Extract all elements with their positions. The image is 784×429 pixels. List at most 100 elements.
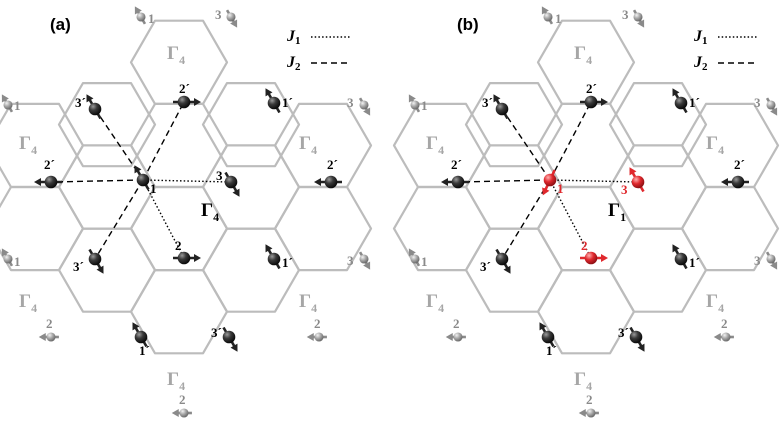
spin-outer-2-ball bbox=[453, 332, 463, 342]
spin-site-2-prime-arrowhead bbox=[314, 178, 321, 186]
spin-outer-2-label: 2 bbox=[586, 392, 593, 407]
spin-outer-3: 3 bbox=[754, 251, 778, 270]
outer-irrep-label: Γ4 bbox=[426, 133, 444, 157]
spin-site-2-prime: 2´ bbox=[34, 157, 62, 189]
spin-outer-2-arrowhead bbox=[171, 409, 179, 417]
spin-site-3-prime: 3´ bbox=[480, 248, 511, 274]
spin-outer-3-label: 3 bbox=[754, 95, 761, 110]
spin-outer-3-arrowhead bbox=[637, 19, 645, 28]
spin-outer-1-arrowhead bbox=[134, 6, 142, 15]
spin-site-2-prime-ball bbox=[44, 175, 58, 189]
spin-site-2-label: 2 bbox=[581, 238, 588, 253]
spin-site-3-prime-ball bbox=[495, 102, 509, 116]
legend-j2-label: J2 bbox=[693, 54, 708, 73]
spin-site-1-prime-ball bbox=[541, 330, 555, 344]
hexagon-cell bbox=[129, 269, 229, 355]
spin-site-2-prime-label: 2´ bbox=[179, 81, 190, 96]
spin-outer-3-arrowhead bbox=[770, 261, 778, 270]
hexagon-cell bbox=[680, 102, 780, 189]
spin-site-1-prime-label: 1´ bbox=[282, 95, 293, 110]
outer-irrep-label: Γ4 bbox=[167, 369, 185, 393]
spin-outer-1-ball bbox=[410, 100, 420, 110]
spin-outer-1: 1 bbox=[1, 94, 21, 113]
spin-site-1: 1 bbox=[542, 169, 564, 196]
spin-outer-1-ball bbox=[543, 12, 553, 22]
outer-irrep-label: Γ4 bbox=[19, 291, 37, 315]
j2-bond bbox=[457, 179, 551, 183]
spin-site-1-prime-ball bbox=[674, 252, 688, 266]
spin-site-3-prime: 3´ bbox=[618, 325, 645, 352]
hexagon-cell bbox=[608, 82, 708, 168]
spin-site-3-prime-ball bbox=[88, 252, 102, 266]
spin-outer-1-ball bbox=[3, 100, 13, 110]
spin-site-3-prime-label: 3´ bbox=[482, 95, 493, 110]
outer-irrep-label: Γ4 bbox=[167, 43, 185, 67]
spin-site-1-prime-arrowhead bbox=[265, 88, 273, 97]
spin-site-1-prime: 1´ bbox=[672, 88, 700, 114]
spin-site-2-prime-label: 2´ bbox=[327, 157, 338, 172]
spin-site-1-prime-arrowhead bbox=[672, 244, 680, 253]
panel-label: (a) bbox=[50, 15, 71, 34]
spin-outer-3-ball bbox=[359, 100, 369, 110]
spin-site-1-prime-arrowhead bbox=[265, 244, 273, 253]
spin-outer-2: 2 bbox=[306, 316, 327, 342]
outer-irrep-label: Γ4 bbox=[19, 133, 37, 157]
spin-outer-1-arrowhead bbox=[1, 94, 9, 103]
spin-outer-3: 3 bbox=[215, 7, 238, 28]
j2-bond bbox=[142, 101, 185, 181]
outer-irrep-label: Γ4 bbox=[706, 291, 724, 315]
spin-outer-3-ball bbox=[633, 12, 643, 22]
spin-site-3: 3 bbox=[621, 167, 645, 197]
j2-bond bbox=[50, 179, 144, 183]
spin-site-1-prime-ball bbox=[267, 96, 281, 110]
spin-outer-3-ball bbox=[226, 12, 236, 22]
outer-irrep-label: Γ4 bbox=[706, 133, 724, 157]
spin-site-3-label: 3 bbox=[621, 182, 628, 197]
spin-outer-2-arrowhead bbox=[445, 333, 453, 341]
spin-site-3-prime-label: 3´ bbox=[75, 95, 86, 110]
spin-outer-2-arrowhead bbox=[306, 333, 314, 341]
center-irrep-label: Γ1 bbox=[608, 200, 626, 224]
spin-site-3-prime-label: 3´ bbox=[73, 259, 84, 274]
legend-j2-label: J2 bbox=[286, 54, 301, 73]
spin-outer-2-label: 2 bbox=[314, 316, 321, 331]
spin-outer-3-arrowhead bbox=[363, 107, 371, 116]
spin-site-3-prime-arrowhead bbox=[96, 265, 104, 274]
spin-outer-3-ball bbox=[359, 254, 369, 264]
spin-outer-3-label: 3 bbox=[754, 253, 761, 268]
spin-site-3-prime-arrowhead bbox=[86, 94, 94, 103]
spin-outer-2: 2 bbox=[713, 316, 734, 342]
outer-irrep-label: Γ4 bbox=[299, 133, 317, 157]
spin-outer-2: 2 bbox=[38, 316, 59, 342]
legend-j1-label: J1 bbox=[693, 28, 708, 47]
hexagon-cell bbox=[464, 82, 564, 168]
j2-bond bbox=[94, 179, 144, 260]
spin-outer-3-label: 3 bbox=[622, 7, 629, 22]
spin-outer-3-label: 3 bbox=[347, 253, 354, 268]
hexagon-cell bbox=[0, 185, 85, 272]
spin-outer-2-ball bbox=[586, 408, 596, 418]
j2-bond bbox=[501, 179, 551, 260]
outer-irrep-label: Γ4 bbox=[574, 369, 592, 393]
spin-outer-1-ball bbox=[3, 254, 13, 264]
spin-outer-2: 2 bbox=[578, 392, 599, 418]
outer-irrep-label: Γ4 bbox=[299, 291, 317, 315]
spin-site-1-ball bbox=[543, 173, 557, 187]
spin-outer-3-ball bbox=[766, 254, 776, 264]
spin-site-3-ball bbox=[224, 175, 238, 189]
spin-outer-1-label: 1 bbox=[14, 98, 21, 113]
spin-outer-1-arrowhead bbox=[541, 6, 549, 15]
spin-outer-3-arrowhead bbox=[230, 19, 238, 28]
spin-site-3-prime: 3´ bbox=[73, 248, 104, 274]
j2-bond bbox=[501, 108, 551, 181]
panel-label: (b) bbox=[457, 15, 479, 34]
spin-site-1-prime: 1´ bbox=[265, 244, 293, 270]
spin-site-2-prime-ball bbox=[177, 95, 191, 109]
spin-site-3-arrowhead bbox=[629, 167, 637, 176]
spin-outer-1: 1 bbox=[541, 6, 562, 26]
spin-outer-2-ball bbox=[721, 332, 731, 342]
spin-outer-1-label: 1 bbox=[421, 98, 428, 113]
spin-outer-2-ball bbox=[179, 408, 189, 418]
